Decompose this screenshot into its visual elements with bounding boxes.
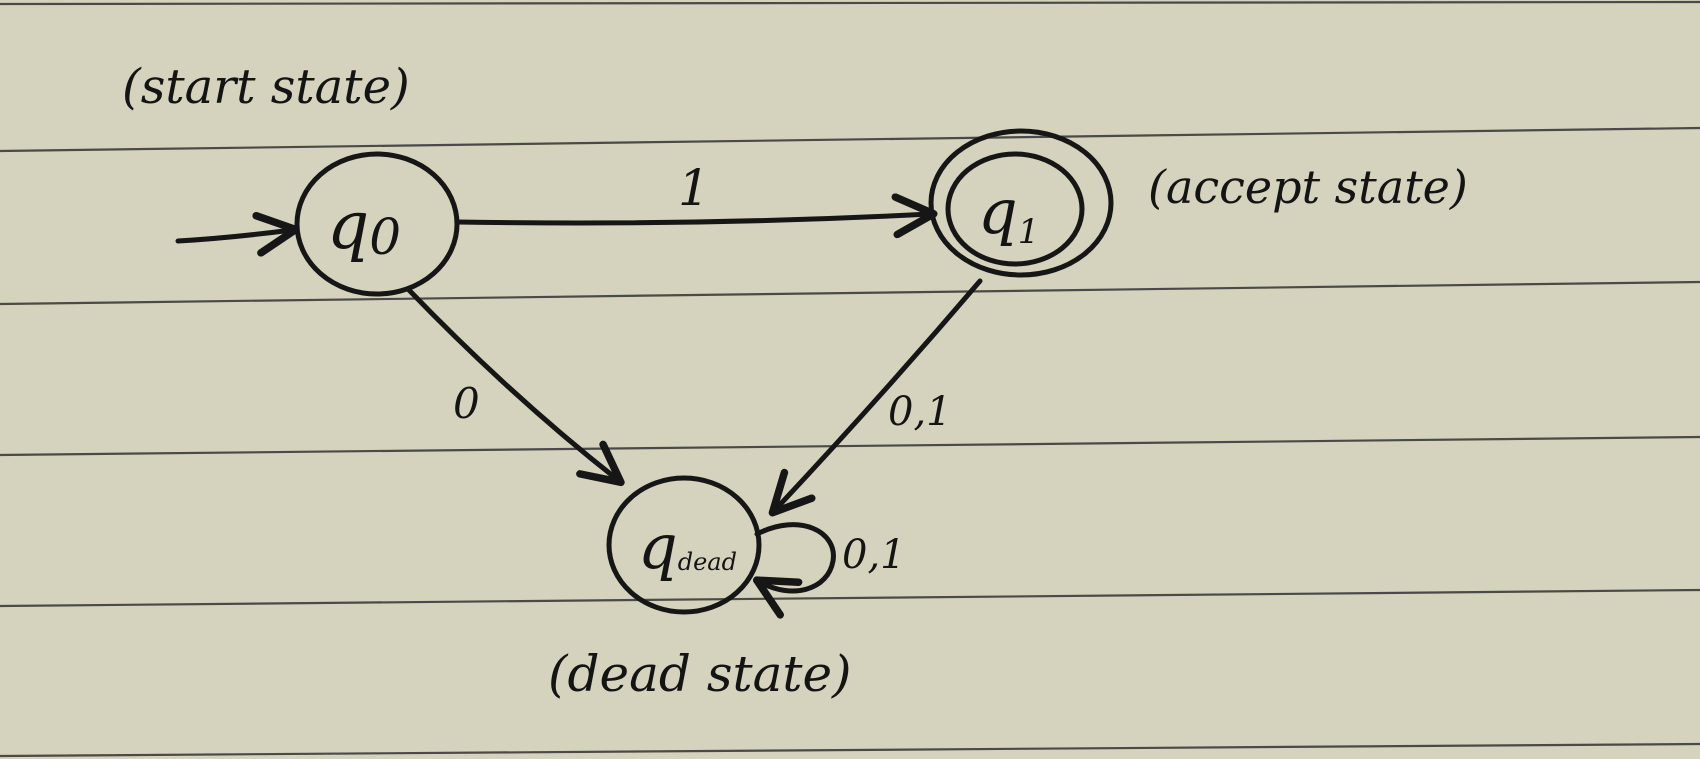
- state-q0-label: q0: [327, 187, 401, 266]
- state-qdead: qdead: [606, 475, 762, 615]
- start-state-annotation: (start state): [122, 59, 410, 115]
- start-arrow: [175, 211, 300, 257]
- state-q1-label: q1: [978, 175, 1039, 252]
- rule-line: [0, 588, 1700, 608]
- rule-line: [0, 126, 1700, 153]
- dead-state-annotation: (dead state): [548, 645, 852, 703]
- transition-q0-qdead-label: 0: [453, 379, 480, 428]
- rule-line: [0, 280, 1700, 306]
- accept-state-annotation: (accept state): [1148, 160, 1468, 214]
- transition-q0-q1: [455, 193, 938, 239]
- rule-line: [0, 742, 1700, 758]
- transition-q1-qdead-label: 0,1: [888, 389, 952, 435]
- transition-qdead-loop-label: 0,1: [842, 532, 906, 578]
- state-qdead-circle: [606, 475, 762, 615]
- state-qdead-label: qdead: [638, 510, 737, 583]
- rule-line: [0, 435, 1700, 457]
- state-q1-inner-circle: [945, 151, 1085, 267]
- transition-q0-qdead: [405, 286, 625, 487]
- rule-line: [0, 0, 1700, 6]
- transition-qdead-loop: [752, 522, 836, 619]
- transition-q0-q1-label: 1: [678, 159, 710, 217]
- transition-q1-qdead: [768, 278, 983, 517]
- state-q1: q1: [928, 128, 1114, 278]
